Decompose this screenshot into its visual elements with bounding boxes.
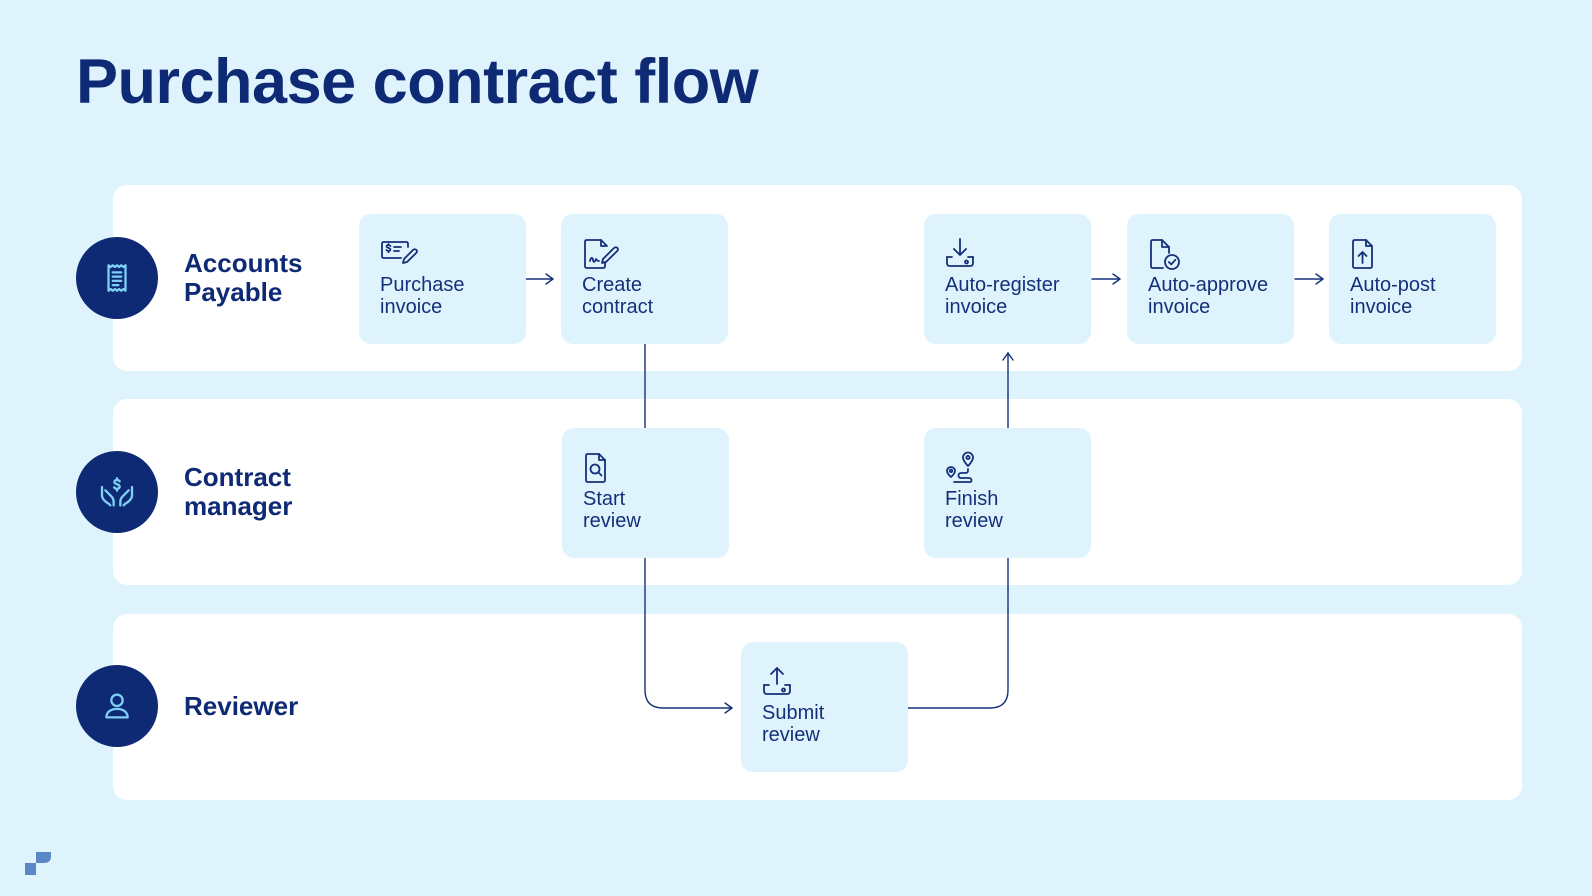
hands-dollar-icon (100, 477, 134, 507)
step-label: Submit review (762, 702, 825, 746)
role-label-reviewer: Reviewer (184, 691, 299, 721)
upload-tray-icon (763, 667, 791, 695)
step-submit-review: Submit review (741, 642, 908, 772)
step-auto-register-invoice: Auto-register invoice (924, 214, 1091, 344)
role-label-accounts-payable: Accounts Payable (184, 248, 303, 307)
step-create-contract: Create contract (561, 214, 728, 344)
step-label: Start review (583, 488, 641, 532)
step-label: Purchase invoice (380, 274, 465, 318)
document-sign-icon (584, 239, 619, 269)
document-search-icon (585, 453, 606, 483)
role-avatar-contract-manager (76, 451, 158, 533)
step-label: Create contract (582, 274, 654, 318)
lane-contract-manager (113, 399, 1522, 585)
document-upload-icon (1352, 239, 1373, 269)
brand-logo (25, 852, 51, 875)
step-auto-post-invoice: Auto-post invoice (1329, 214, 1496, 344)
line-submit-to-finish (907, 556, 1009, 709)
arrow-start-to-submit (644, 556, 733, 709)
role-avatar-accounts-payable (76, 237, 158, 319)
check-pen-icon (381, 241, 418, 264)
user-icon (105, 693, 129, 719)
step-start-review: Start review (562, 428, 729, 558)
step-label: Auto-post invoice (1350, 274, 1436, 318)
step-purchase-invoice: Purchase invoice (359, 214, 526, 344)
role-label-contract-manager: Contract manager (184, 462, 293, 521)
route-pin-icon (946, 451, 974, 483)
role-avatar-reviewer (76, 665, 158, 747)
download-tray-icon (946, 238, 974, 267)
step-label: Auto-approve invoice (1148, 274, 1269, 318)
step-label: Auto-register invoice (945, 274, 1060, 318)
receipt-icon (107, 264, 127, 292)
step-auto-approve-invoice: Auto-approve invoice (1127, 214, 1294, 344)
page-title: Purchase contract flow (76, 47, 759, 117)
step-finish-review: Finish review (924, 428, 1091, 558)
step-label: Finish review (945, 488, 1003, 532)
document-check-icon (1150, 239, 1180, 270)
